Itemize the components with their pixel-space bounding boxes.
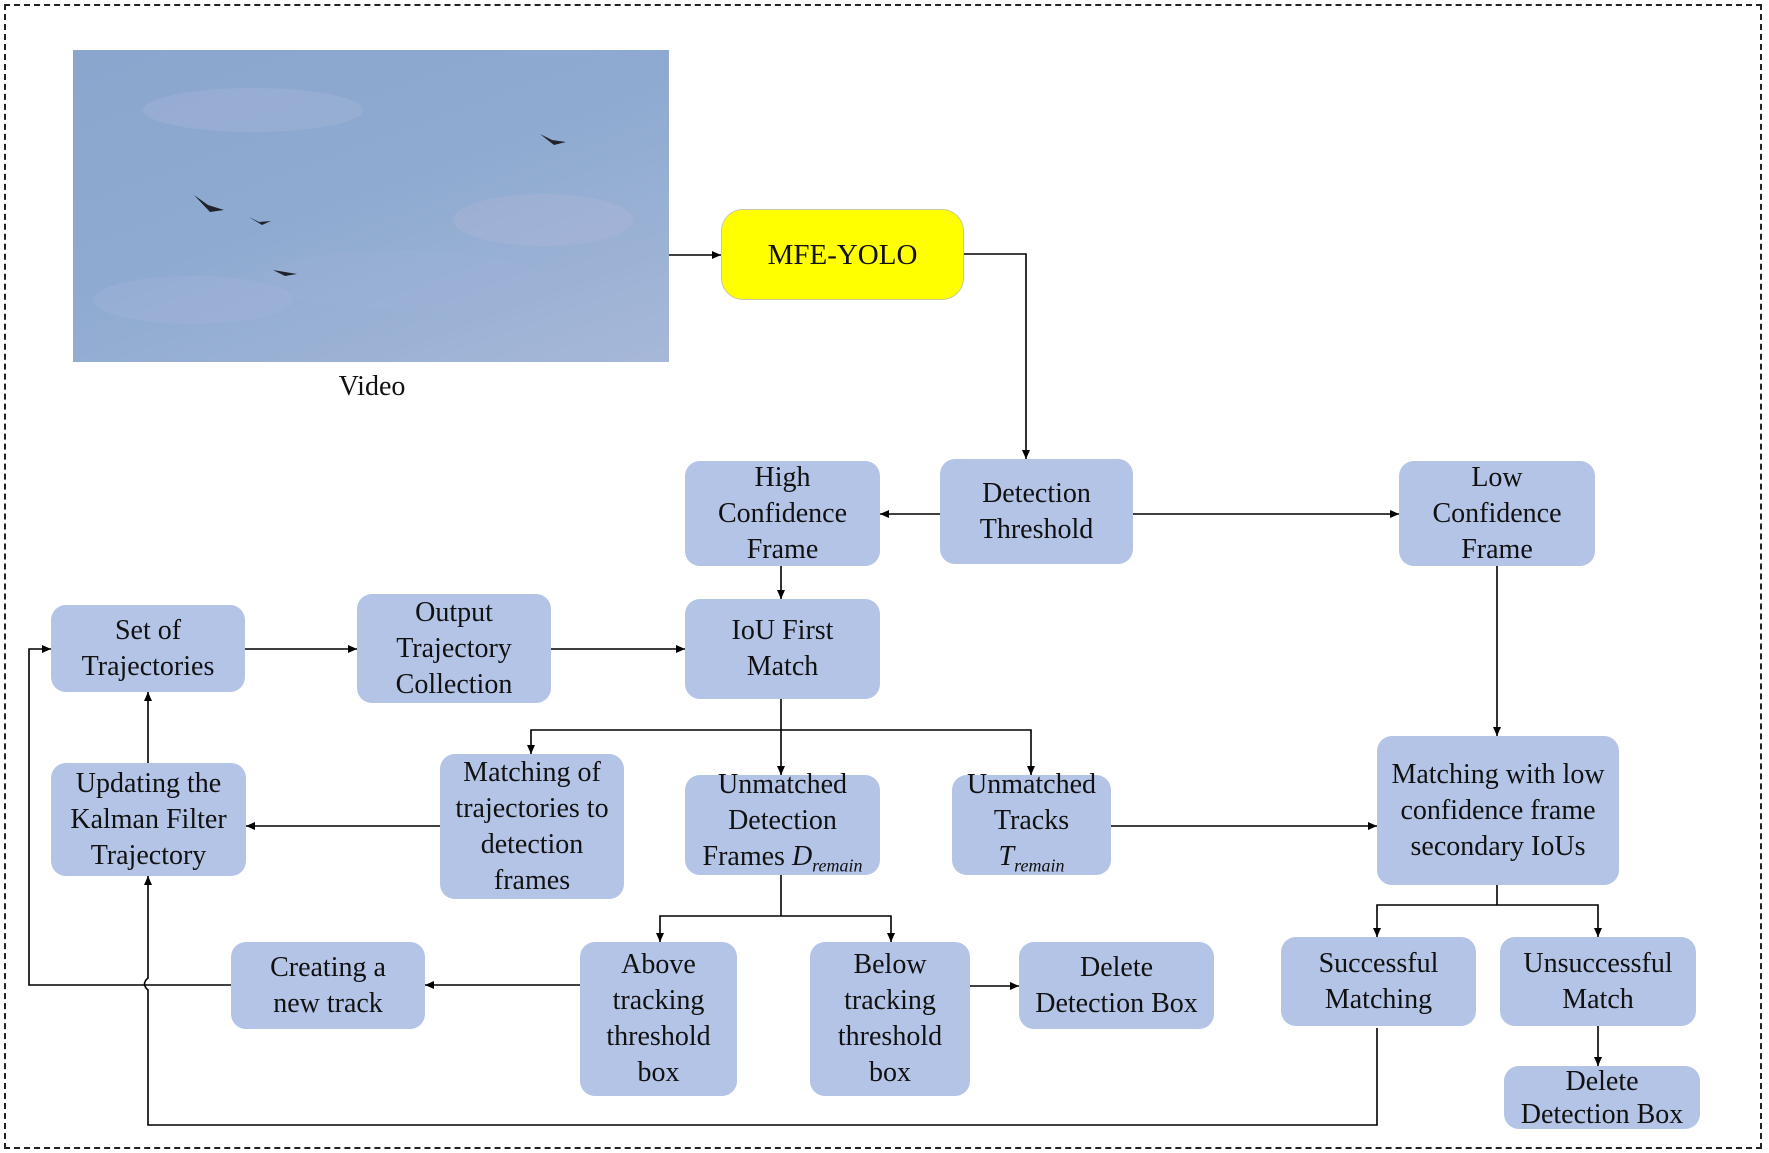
above-threshold-label: Above tracking threshold box bbox=[606, 949, 711, 1088]
video-frame bbox=[73, 50, 669, 362]
dashed-outer-frame bbox=[4, 4, 1762, 1149]
output-trajectory-label: Output Trajectory Collection bbox=[395, 596, 513, 700]
successful-matching-label: Successful Matching bbox=[1318, 947, 1439, 1015]
unmatched-tracks-node: Unmatched Tracks Tremain bbox=[952, 769, 1111, 875]
mfe-yolo-label: MFE-YOLO bbox=[767, 238, 918, 271]
unmatched-detection-node: Unmatched Detection Frames Dremain bbox=[685, 769, 880, 875]
set-of-trajectories-label: Set of Trajectories bbox=[81, 614, 215, 682]
matching-low-confidence-label: Matching with low confidence frame secon… bbox=[1391, 758, 1605, 862]
low-confidence-label: Low Confidence Frame bbox=[1432, 461, 1562, 565]
updating-kalman-label: Updating the Kalman Filter Trajectory bbox=[70, 767, 227, 871]
video-caption: Video bbox=[338, 371, 406, 402]
delete-detection-box-label-2: Delete Detection Box bbox=[1520, 1065, 1684, 1130]
unsuccessful-match-node: Unsuccessful Match bbox=[1500, 937, 1696, 1026]
iou-first-match-label: IoU First Match bbox=[731, 615, 834, 682]
above-threshold-node: Above tracking threshold box bbox=[580, 942, 737, 1096]
matching-trajectories-label: Matching of trajectories to detection fr… bbox=[455, 756, 609, 896]
birds-illustration bbox=[93, 88, 633, 324]
high-confidence-label: High Confidence Frame bbox=[717, 461, 848, 565]
output-trajectory-node: Output Trajectory Collection bbox=[357, 594, 551, 703]
arrow-yolo-to-threshold bbox=[964, 253, 1030, 459]
mfe-yolo-node: MFE-YOLO bbox=[721, 209, 964, 300]
unmatched-tracks-label: Unmatched Tracks bbox=[966, 768, 1097, 836]
successful-matching-node: Successful Matching bbox=[1281, 937, 1476, 1026]
high-confidence-node: High Confidence Frame bbox=[685, 461, 880, 566]
unmatched-detection-symbol: Dremain bbox=[791, 840, 863, 876]
delete-detection-box-node-1: Delete Detection Box bbox=[1019, 942, 1214, 1029]
arrow-iou-to-unmatched-tracks bbox=[781, 729, 1035, 775]
d-subscript: remain bbox=[812, 855, 863, 876]
arrow-split-to-below bbox=[781, 915, 895, 942]
below-threshold-node: Below tracking threshold box bbox=[810, 942, 970, 1096]
detection-threshold-node: Detection Threshold bbox=[940, 459, 1133, 564]
unsuccessful-match-label: Unsuccessful Match bbox=[1523, 947, 1673, 1015]
t-subscript: remain bbox=[1014, 855, 1065, 876]
detection-threshold-label: Detection Threshold bbox=[979, 477, 1094, 545]
bird-icon bbox=[194, 134, 566, 276]
updating-kalman-node: Updating the Kalman Filter Trajectory bbox=[51, 763, 246, 876]
matching-low-confidence-node: Matching with low confidence frame secon… bbox=[1377, 736, 1619, 885]
unmatched-tracks-content: Unmatched Tracks Tremain bbox=[957, 767, 1107, 884]
set-of-trajectories-node: Set of Trajectories bbox=[51, 605, 245, 692]
delete-detection-box-label-1: Delete Detection Box bbox=[1035, 951, 1198, 1019]
t-symbol: T bbox=[998, 840, 1015, 872]
arrow-successful-to-kalman bbox=[143, 876, 1378, 1126]
creating-new-track-label: Creating a new track bbox=[270, 951, 386, 1019]
low-confidence-node: Low Confidence Frame bbox=[1399, 461, 1595, 566]
arrow-split-to-above bbox=[656, 915, 781, 942]
arrow-iou-to-matching-trajectories bbox=[527, 729, 781, 754]
arrow-creating-to-set bbox=[28, 645, 231, 986]
arrow-split-to-successful bbox=[1373, 904, 1497, 937]
unmatched-detection-label: Unmatched Detection Frames bbox=[702, 768, 848, 872]
unmatched-tracks-symbol: Tremain bbox=[998, 840, 1065, 876]
below-threshold-label: Below tracking threshold box bbox=[837, 949, 943, 1088]
arrow-split-to-unsuccessful bbox=[1497, 904, 1602, 937]
iou-first-match-node: IoU First Match bbox=[685, 599, 880, 699]
unmatched-detection-content: Unmatched Detection Frames Dremain bbox=[690, 767, 876, 884]
matching-trajectories-node: Matching of trajectories to detection fr… bbox=[440, 754, 624, 899]
d-symbol: D bbox=[791, 840, 813, 872]
creating-new-track-node: Creating a new track bbox=[231, 942, 425, 1029]
delete-detection-box-node-2: Delete Detection Box bbox=[1504, 1065, 1700, 1130]
